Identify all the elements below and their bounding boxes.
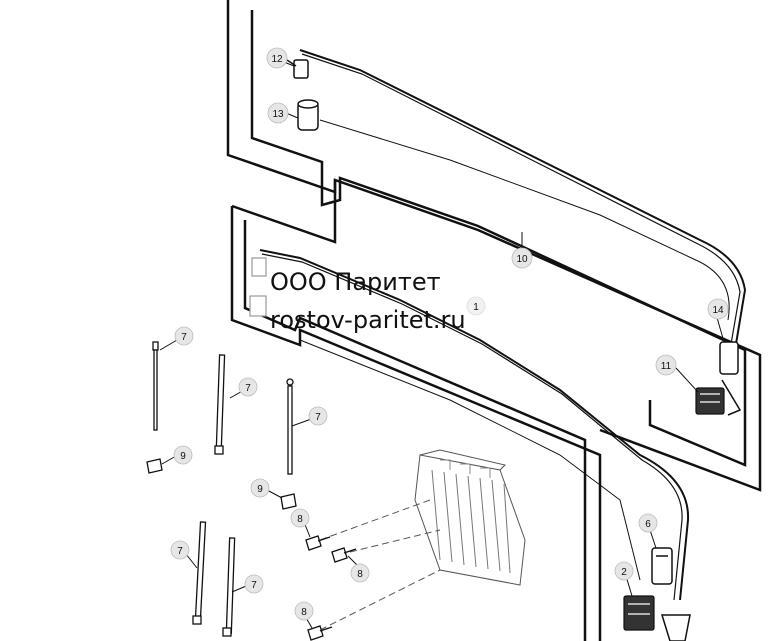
cable-tie-5 [222, 537, 236, 637]
clip-9-left [146, 458, 163, 474]
control-module [414, 449, 526, 586]
callout-7-c: 7 [315, 412, 321, 423]
cable-tie-4 [192, 521, 207, 625]
bolt-8-c [307, 625, 333, 641]
bolt-8-a [305, 535, 331, 551]
clip-9-center [280, 493, 297, 510]
callout-12: 12 [271, 54, 283, 65]
callout-7-e: 7 [251, 580, 257, 591]
connector-2 [623, 595, 655, 631]
connector-6 [651, 547, 673, 585]
callout-8-a: 8 [297, 514, 303, 525]
callout-7-d: 7 [177, 546, 183, 557]
callout-9-a: 9 [180, 451, 186, 462]
callout-10: 10 [516, 254, 528, 265]
callout-2: 2 [621, 567, 627, 578]
callout-circles [170, 47, 729, 621]
bolt-8-b [331, 547, 357, 563]
connector-14 [719, 341, 742, 416]
callout-9-b: 9 [257, 484, 263, 495]
callout-8-b: 8 [357, 569, 363, 580]
connector-13 [297, 99, 319, 131]
cable-tie-1 [152, 341, 159, 431]
mounting-lines [319, 499, 441, 631]
bracket-2 [660, 614, 691, 641]
callout-13: 13 [272, 109, 284, 120]
callout-7-a: 7 [181, 332, 187, 343]
upper-panel-outline [226, 0, 762, 492]
cable-tie-3 [286, 378, 294, 475]
cable-tie-2 [214, 354, 226, 455]
connector-11 [695, 387, 725, 415]
callout-8-c: 8 [301, 607, 307, 618]
lower-panel-outline [230, 180, 602, 641]
harness-lower [259, 249, 690, 601]
callout-7-b: 7 [245, 383, 251, 394]
callout-14: 14 [712, 305, 724, 316]
harness-10 [299, 49, 747, 351]
connector-12 [286, 59, 309, 79]
callout-1: 1 [473, 302, 479, 313]
callout-6: 6 [645, 519, 651, 530]
callout-11: 11 [661, 361, 672, 372]
connector-lower-left [249, 257, 267, 317]
